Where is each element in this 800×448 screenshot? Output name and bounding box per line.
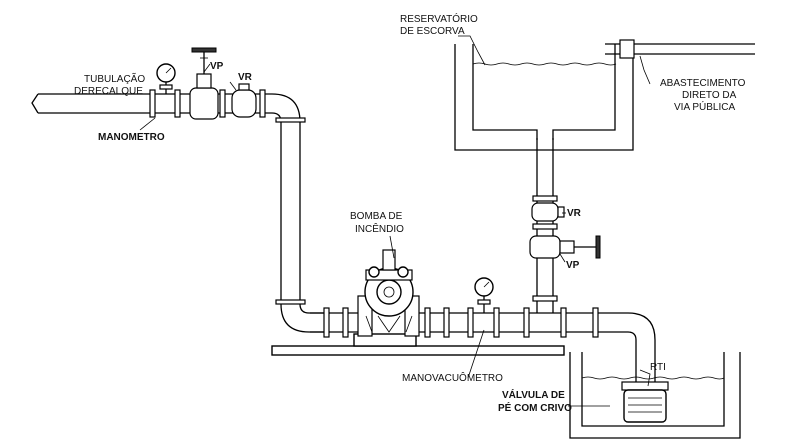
manovacuometro-label: MANOVACUÔMETRO — [402, 371, 503, 384]
pump-base — [271, 333, 565, 356]
valvula-label-1: VÁLVULA DE — [502, 388, 565, 401]
reservatorio-label-2: DE ESCORVA — [400, 26, 465, 37]
suction-pipe — [310, 312, 656, 385]
reservatorio-label-1: RESERVATÓRIO — [400, 12, 478, 25]
manometro-gauge — [156, 63, 176, 94]
vp-top-label: VP — [210, 61, 224, 72]
gate-valve-top — [189, 47, 219, 120]
lower-flanges — [323, 307, 599, 338]
manovacuometro-gauge — [474, 277, 494, 313]
manometro-label: MANOMETRO — [98, 132, 165, 143]
rti-label: RTI — [650, 362, 666, 373]
valvula-label-2: PÉ COM CRIVO — [498, 401, 572, 414]
tubulacao-label-1: TUBULAÇÃO — [84, 72, 145, 85]
check-valve-top — [231, 83, 257, 118]
foot-valve-strainer — [621, 381, 669, 423]
rti-tank — [569, 352, 741, 439]
pump-body — [357, 249, 420, 337]
abastecimento-label-1: ABASTECIMENTO — [660, 78, 746, 89]
abastecimento-label-3: VIA PÚBLICA — [674, 100, 735, 113]
discharge-pipe — [31, 93, 330, 333]
upper-flanges — [149, 89, 266, 118]
bomba-label-1: BOMBA DE — [350, 211, 403, 222]
vp-right-label: VP — [566, 260, 580, 271]
tubulacao-label-2: DERECALQUE — [74, 86, 143, 97]
priming-reservoir — [454, 39, 755, 151]
abastecimento-label-2: DIRETO DA — [682, 90, 737, 101]
vr-right-label: VR — [567, 208, 582, 219]
riser-pipe — [529, 138, 601, 313]
leader-lines — [139, 35, 651, 407]
vr-top-label: VR — [238, 72, 253, 83]
bomba-label-2: INCÊNDIO — [355, 222, 404, 235]
